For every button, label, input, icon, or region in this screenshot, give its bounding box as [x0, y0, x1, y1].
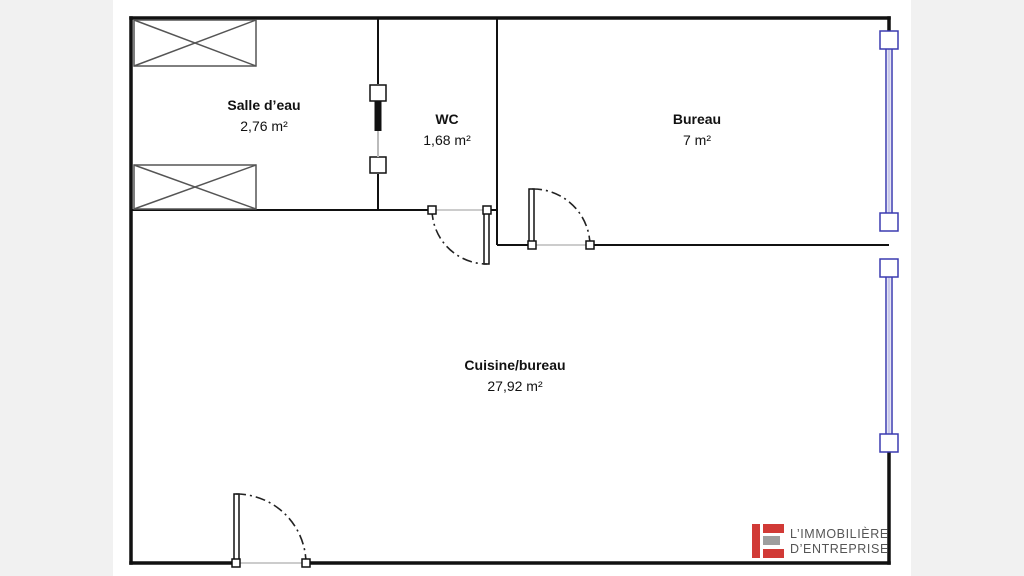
room-name: Salle d’eau — [227, 97, 301, 113]
room-name: WC — [435, 111, 459, 127]
room-area: 7 m² — [683, 132, 711, 148]
room-area: 27,92 m² — [487, 378, 543, 394]
interior-walls — [131, 18, 889, 246]
logo-text-line1: L’IMMOBILIÈRE — [790, 527, 889, 541]
floor-plan-sheet — [113, 0, 911, 576]
room-label-wc: WC 1,68 m² — [407, 109, 487, 151]
fixture-bottom — [133, 164, 257, 210]
window-cuisine — [879, 258, 899, 453]
room-label-bureau: Bureau 7 m² — [652, 109, 742, 151]
logo-text-line2: D’ENTREPRISE — [790, 542, 889, 556]
brand-logo: L’IMMOBILIÈRE D’ENTREPRISE — [752, 520, 912, 564]
room-label-salle-deau: Salle d’eau 2,76 m² — [214, 95, 314, 137]
room-area: 2,76 m² — [240, 118, 288, 134]
window-bureau — [879, 30, 899, 232]
sliding-door-wc — [369, 84, 387, 174]
room-name: Cuisine/bureau — [464, 357, 566, 373]
door-bureau — [527, 188, 595, 250]
door-entrance — [231, 493, 311, 568]
door-wc — [427, 205, 492, 265]
ie-brand-logo-icon — [752, 524, 784, 558]
room-name: Bureau — [672, 111, 722, 127]
outer-walls — [129, 16, 891, 565]
room-area: 1,68 m² — [423, 132, 471, 148]
fixture-top — [133, 19, 257, 67]
room-label-cuisine-bureau: Cuisine/bureau 27,92 m² — [440, 355, 590, 397]
